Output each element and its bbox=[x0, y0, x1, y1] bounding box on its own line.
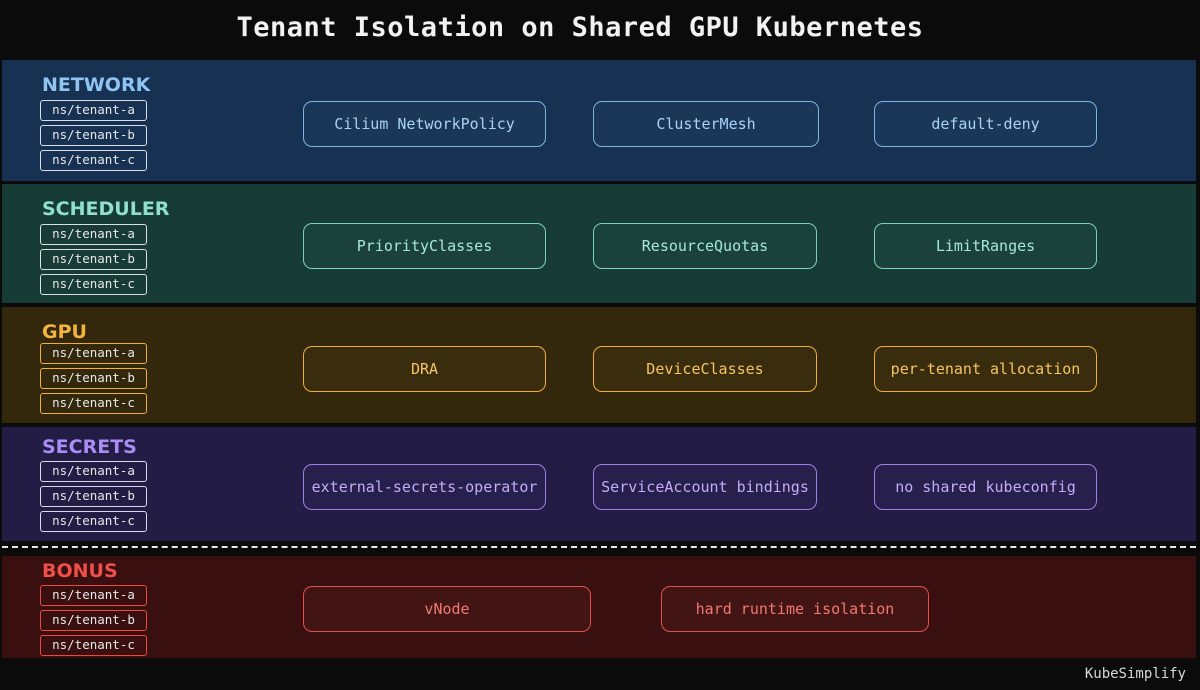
layer-label: SCHEDULER bbox=[42, 198, 170, 220]
chip-vnode: vNode bbox=[303, 586, 591, 632]
chip-no-shared-kubeconfig: no shared kubeconfig bbox=[874, 464, 1097, 510]
dashed-divider bbox=[2, 546, 1196, 548]
network-layer: NETWORK ns/tenant-a ns/tenant-b ns/tenan… bbox=[2, 60, 1196, 181]
namespace-list: ns/tenant-a ns/tenant-b ns/tenant-c bbox=[40, 100, 147, 175]
chip-resourcequotas: ResourceQuotas bbox=[593, 223, 817, 269]
gpu-layer: GPU ns/tenant-a ns/tenant-b ns/tenant-c … bbox=[2, 307, 1196, 423]
chip-serviceaccount-bindings: ServiceAccount bindings bbox=[593, 464, 817, 510]
namespace-tag: ns/tenant-a bbox=[40, 224, 147, 245]
secrets-layer: SECRETS ns/tenant-a ns/tenant-b ns/tenan… bbox=[2, 427, 1196, 541]
chip-cilium-networkpolicy: Cilium NetworkPolicy bbox=[303, 101, 546, 147]
chip-limitranges: LimitRanges bbox=[874, 223, 1097, 269]
chip-clustermesh: ClusterMesh bbox=[593, 101, 819, 147]
namespace-tag: ns/tenant-c bbox=[40, 393, 147, 414]
bonus-layer: BONUS ns/tenant-a ns/tenant-b ns/tenant-… bbox=[2, 556, 1196, 658]
namespace-tag: ns/tenant-c bbox=[40, 635, 147, 656]
chip-priorityclasses: PriorityClasses bbox=[303, 223, 546, 269]
namespace-tag: ns/tenant-c bbox=[40, 511, 147, 532]
namespace-tag: ns/tenant-c bbox=[40, 150, 147, 171]
chip-external-secrets-operator: external-secrets-operator bbox=[303, 464, 546, 510]
namespace-tag: ns/tenant-b bbox=[40, 610, 147, 631]
page-title: Tenant Isolation on Shared GPU Kubernete… bbox=[236, 12, 924, 43]
chip-deviceclasses: DeviceClasses bbox=[593, 346, 817, 392]
namespace-tag: ns/tenant-a bbox=[40, 343, 147, 364]
watermark: KubeSimplify bbox=[1084, 666, 1186, 682]
chip-hard-runtime-isolation: hard runtime isolation bbox=[661, 586, 929, 632]
namespace-tag: ns/tenant-b bbox=[40, 368, 147, 389]
namespace-tag: ns/tenant-a bbox=[40, 100, 147, 121]
namespace-tag: ns/tenant-b bbox=[40, 249, 147, 270]
layer-label: SECRETS bbox=[42, 436, 137, 458]
chip-per-tenant-allocation: per-tenant allocation bbox=[874, 346, 1097, 392]
namespace-list: ns/tenant-a ns/tenant-b ns/tenant-c bbox=[40, 343, 147, 418]
namespace-list: ns/tenant-a ns/tenant-b ns/tenant-c bbox=[40, 585, 147, 660]
namespace-tag: ns/tenant-a bbox=[40, 461, 147, 482]
namespace-list: ns/tenant-a ns/tenant-b ns/tenant-c bbox=[40, 224, 147, 299]
namespace-tag: ns/tenant-b bbox=[40, 486, 147, 507]
chip-dra: DRA bbox=[303, 346, 546, 392]
namespace-list: ns/tenant-a ns/tenant-b ns/tenant-c bbox=[40, 461, 147, 536]
layer-label: GPU bbox=[42, 321, 87, 343]
namespace-tag: ns/tenant-a bbox=[40, 585, 147, 606]
namespace-tag: ns/tenant-b bbox=[40, 125, 147, 146]
layer-label: NETWORK bbox=[42, 74, 151, 96]
layer-label: BONUS bbox=[42, 560, 118, 582]
scheduler-layer: SCHEDULER ns/tenant-a ns/tenant-b ns/ten… bbox=[2, 184, 1196, 303]
namespace-tag: ns/tenant-c bbox=[40, 274, 147, 295]
chip-default-deny: default-deny bbox=[874, 101, 1097, 147]
